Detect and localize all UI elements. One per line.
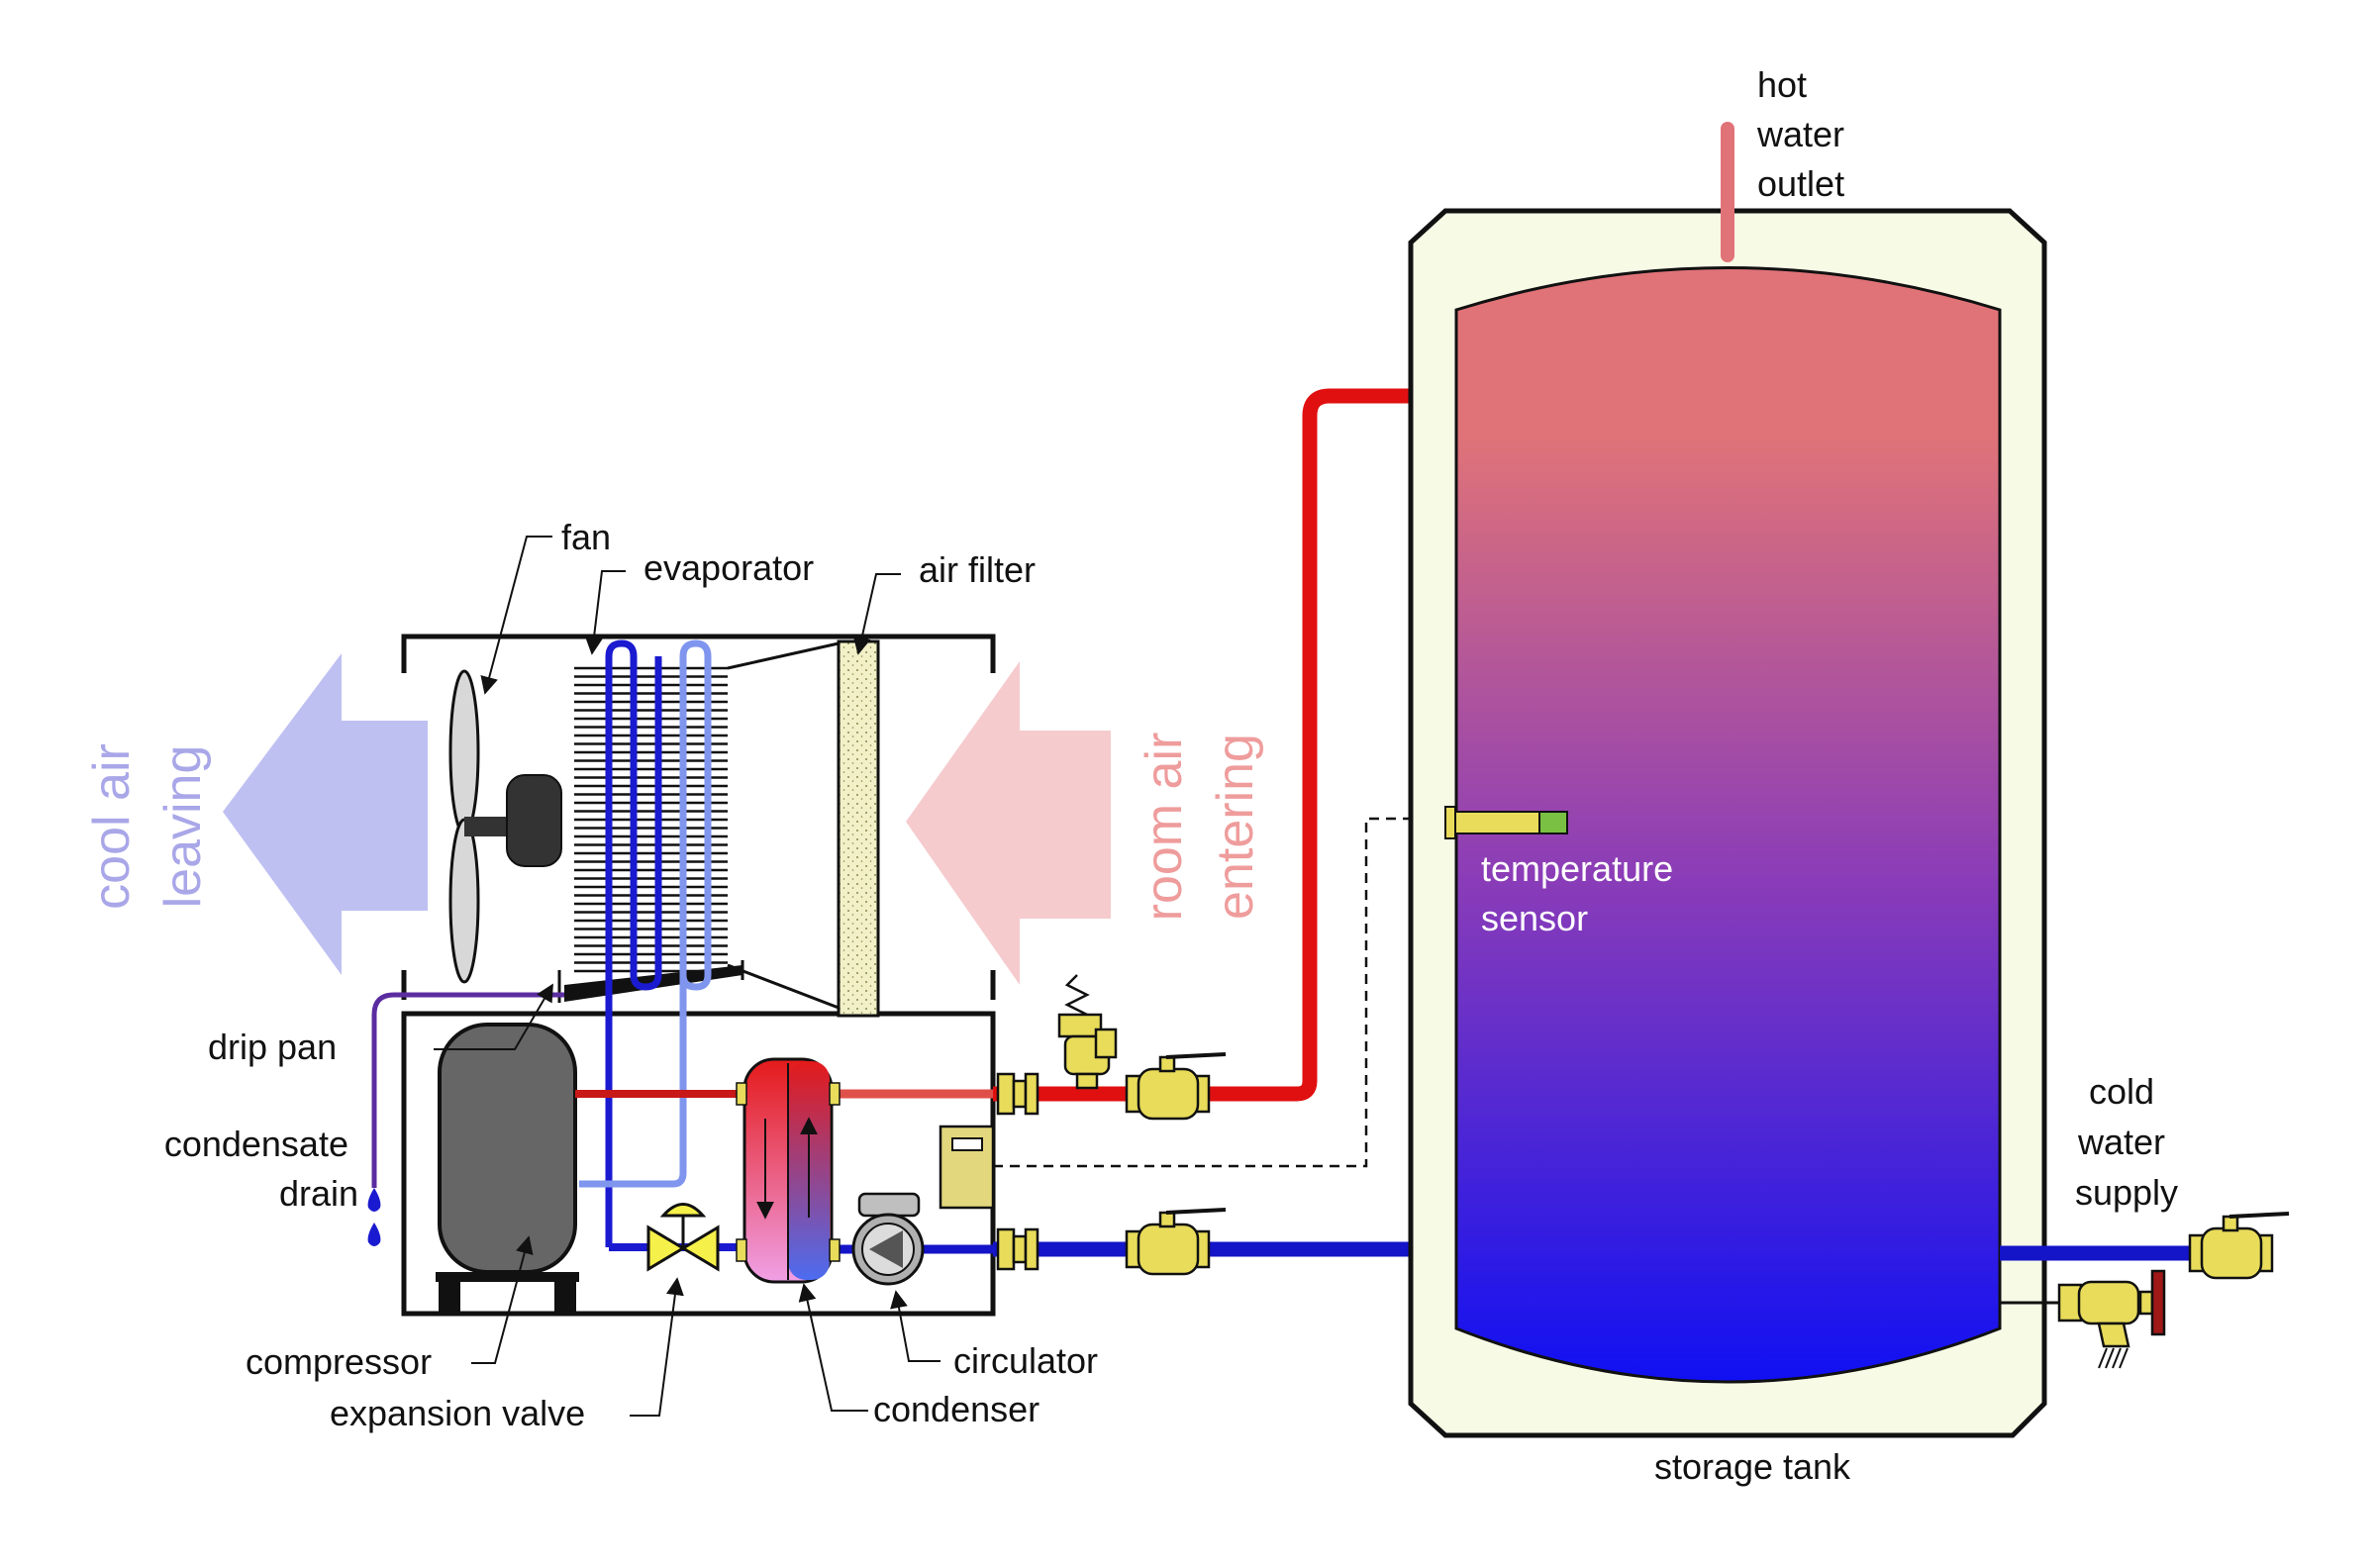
label-sensor: sensor	[1481, 898, 1588, 938]
label-outlet: outlet	[1757, 163, 1844, 204]
label-hot: hot	[1757, 64, 1807, 105]
refrigerant-line-light	[579, 639, 712, 1188]
air-filter	[837, 639, 880, 1018]
sensor-wire	[993, 817, 1447, 1168]
label-temperature: temperature	[1481, 848, 1673, 889]
condenser	[736, 1057, 841, 1284]
label-leaving: leaving	[154, 745, 212, 909]
label-water-cold: water	[2077, 1122, 2165, 1162]
label-room-air: room air	[1136, 733, 1193, 922]
label-cold: cold	[2089, 1071, 2154, 1112]
label-temperature-sensor: temperature sensor	[1481, 848, 1683, 938]
label-cool-air-leaving: cool air leaving	[83, 743, 212, 910]
label-circulator: circulator	[953, 1340, 1098, 1381]
drain-valve	[2057, 1269, 2166, 1369]
label-water-hot: water	[1756, 114, 1844, 154]
label-condensate: condensate	[164, 1124, 348, 1164]
leader-lines	[434, 536, 940, 1417]
label-drip-pan: drip pan	[208, 1027, 337, 1067]
label-cool-air: cool air	[83, 743, 141, 910]
temperature-sensor	[1444, 806, 1568, 839]
label-room-air-entering: room air entering	[1136, 733, 1264, 922]
room-air-arrow	[906, 661, 1111, 985]
ball-valve-hot	[1125, 1052, 1227, 1121]
label-drain: drain	[279, 1173, 358, 1214]
union-fittings	[996, 1072, 1040, 1271]
label-fan: fan	[561, 517, 611, 557]
relief-valve	[1057, 974, 1118, 1090]
condensate-drain-line	[371, 992, 564, 1188]
hot-water-pipe	[993, 388, 1460, 1102]
controller-box	[939, 1125, 995, 1210]
cool-air-arrow	[223, 653, 428, 975]
label-compressor: compressor	[246, 1341, 432, 1382]
evaporator-coil	[574, 666, 728, 973]
label-storage-tank: storage tank	[1654, 1446, 1851, 1487]
label-supply: supply	[2075, 1172, 2178, 1213]
refrigerant-line-dark	[605, 639, 662, 1247]
circulator	[851, 1192, 925, 1286]
fan	[448, 669, 562, 984]
label-air-filter: air filter	[919, 549, 1036, 590]
label-cold-water-supply: cold water supply	[2075, 1071, 2178, 1213]
ball-valve-cold	[1125, 1208, 1227, 1276]
compressor	[436, 1023, 579, 1314]
label-entering: entering	[1207, 734, 1264, 920]
condensate-drops	[367, 1188, 381, 1246]
expansion-valve	[646, 1203, 720, 1272]
label-evaporator: evaporator	[644, 547, 814, 588]
ball-valve-supply	[2188, 1212, 2290, 1280]
label-expansion-valve: expansion valve	[330, 1393, 585, 1433]
storage-tank-water	[1454, 266, 2002, 1384]
label-hot-water-outlet: hot water outlet	[1756, 64, 1854, 204]
label-condensate-drain: condensate drain	[164, 1124, 358, 1214]
label-condenser: condenser	[873, 1389, 1040, 1429]
